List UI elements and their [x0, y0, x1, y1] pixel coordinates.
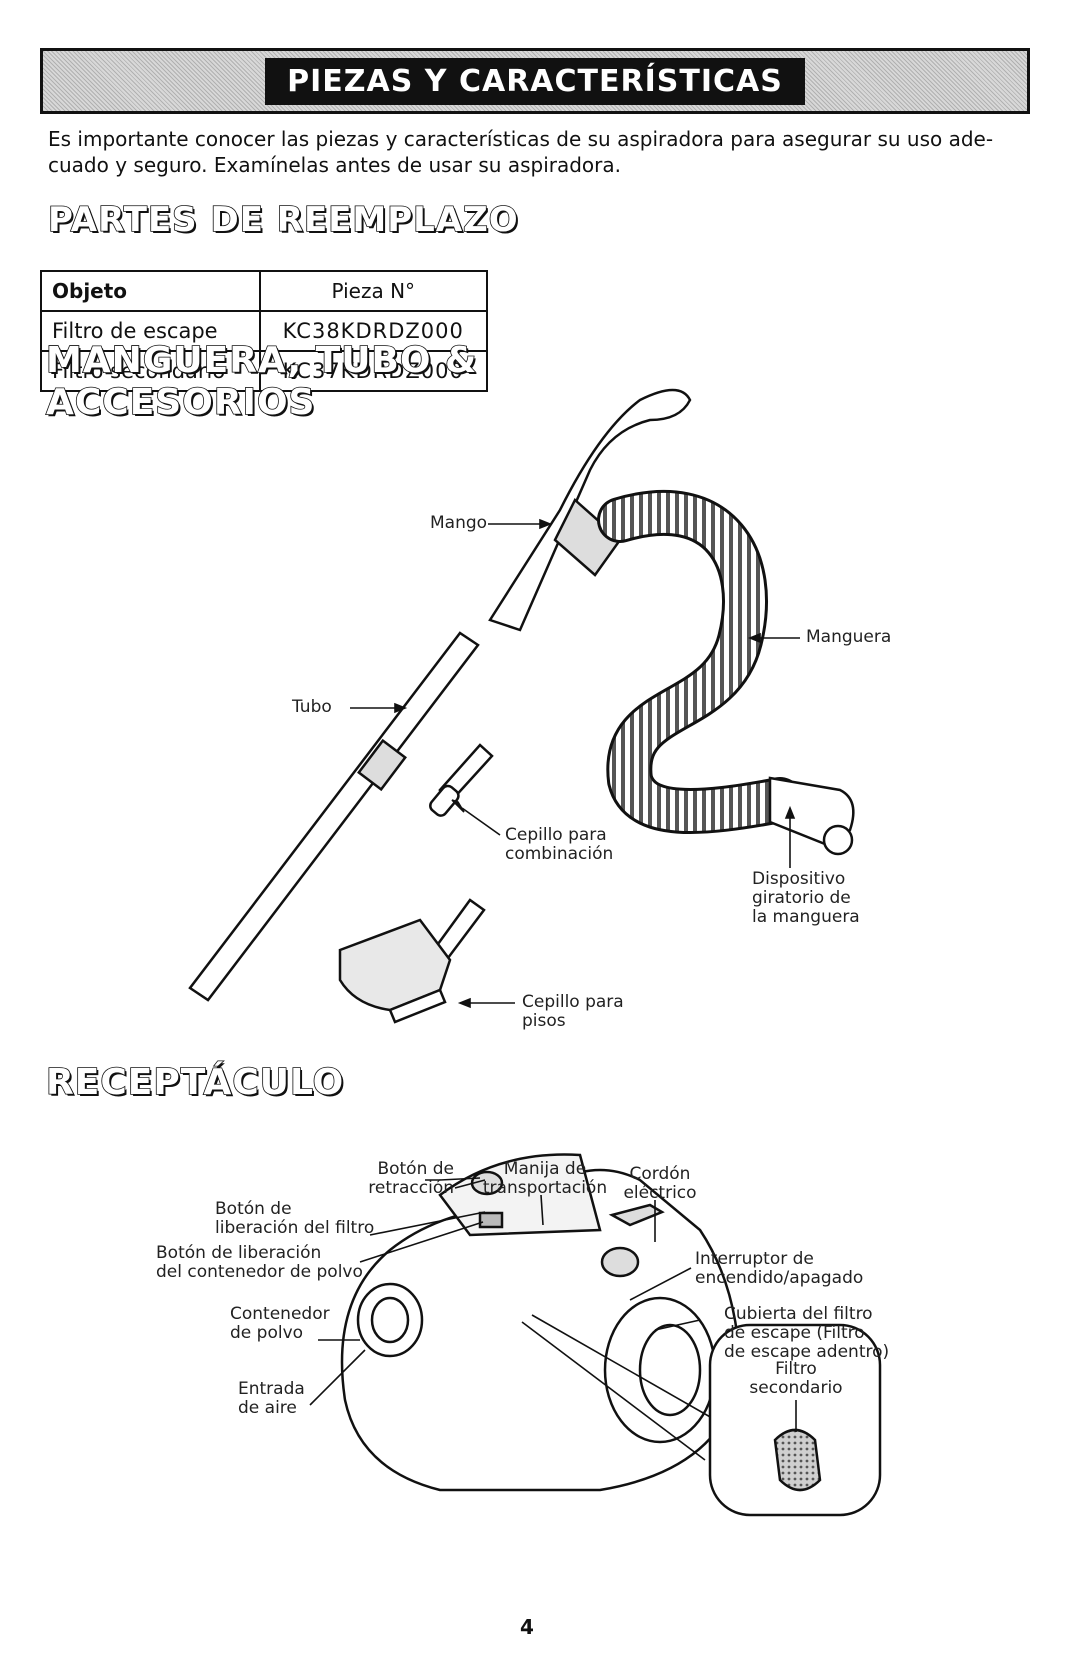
- label-line: liberación del filtro: [215, 1218, 375, 1238]
- table-header-row: Objeto Pieza N°: [40, 270, 489, 312]
- table-cell-item: Filtro de escape: [40, 310, 261, 352]
- label-filter-release-button: Botón de liberación del filtro: [215, 1200, 374, 1238]
- label-line: retracción: [368, 1178, 454, 1198]
- label-hose: Manguera: [806, 627, 892, 647]
- table-row: Filtro secondario KC37KDRDZ000: [40, 350, 489, 392]
- hose-illustration: [597, 489, 855, 856]
- label-line: Botón de: [215, 1199, 292, 1219]
- label-line: Botón de liberación: [156, 1243, 322, 1263]
- label-floor-brush: Cepillo para pisos: [522, 993, 624, 1031]
- label-line: de escape (Filtro: [724, 1323, 865, 1343]
- label-line: combinación: [505, 844, 614, 864]
- floor-brush-illustration: [338, 898, 486, 1024]
- label-line: Cordón: [629, 1164, 691, 1184]
- canister-illustration: [340, 1153, 742, 1492]
- label-line: del contenedor de polvo: [156, 1262, 363, 1282]
- label-line: Entrada: [238, 1379, 305, 1399]
- label-power-switch: Interruptor de encendido/apagado: [695, 1250, 863, 1288]
- label-line: Interruptor de: [695, 1249, 814, 1269]
- label-line: eléctrico: [623, 1183, 697, 1203]
- label-line: de aire: [238, 1398, 297, 1418]
- replacement-parts-table: Objeto Pieza N° Filtro de escape KC38KDR…: [40, 270, 489, 392]
- intro-line: cuado y seguro. Examínelas antes de usar…: [48, 153, 621, 177]
- label-line: Contenedor: [230, 1304, 330, 1324]
- label-dust-cup-release-button: Botón de liberación del contenedor de po…: [156, 1244, 363, 1282]
- leader-lines-canister: [309, 1177, 701, 1406]
- hose-heading: MANGUERA, TUBO & ACCESORIOS: [45, 339, 478, 424]
- label-line: secondario: [749, 1378, 843, 1398]
- label-line: Cepillo para: [522, 992, 624, 1012]
- label-hose-swivel: Dispositivo giratorio de la manguera: [752, 870, 860, 927]
- label-line: Cepillo para: [505, 825, 607, 845]
- label-line: de escape adentro): [724, 1342, 890, 1362]
- label-air-inlet: Entrada de aire: [238, 1380, 305, 1418]
- column-header-part: Pieza N°: [258, 270, 489, 312]
- intro-line: Es importante conocer las piezas y carac…: [48, 127, 994, 151]
- label-line: pisos: [522, 1011, 566, 1031]
- canister-heading: RECEPTÁCULO: [45, 1061, 345, 1104]
- label-line: Cubierta del filtro: [724, 1304, 873, 1324]
- label-secondary-filter: Filtro secondario: [746, 1360, 846, 1398]
- label-dust-cup: Contenedor de polvo: [230, 1305, 330, 1343]
- intro-paragraph: Es importante conocer las piezas y carac…: [48, 126, 1008, 178]
- label-line: giratorio de: [752, 888, 851, 908]
- replacement-heading: PARTES DE REEMPLAZO: [47, 199, 519, 241]
- label-line: transportación: [482, 1178, 608, 1198]
- combination-brush-illustration: [429, 743, 494, 817]
- leader-lines-hose: [350, 518, 800, 1009]
- label-line: Manija de: [503, 1159, 587, 1179]
- label-line: la manguera: [752, 907, 860, 927]
- label-line: Dispositivo: [752, 869, 846, 889]
- table-cell-part: KC37KDRDZ000: [258, 350, 489, 392]
- label-power-cord: Cordón eléctrico: [620, 1165, 700, 1203]
- column-header-item: Objeto: [40, 270, 261, 312]
- label-line: de polvo: [230, 1323, 304, 1343]
- label-carry-handle: Manija de transportación: [475, 1160, 615, 1198]
- table-row: Filtro de escape KC38KDRDZ000: [40, 310, 489, 352]
- label-exhaust-filter-cover: Cubierta del filtro de escape (Filtro de…: [724, 1305, 889, 1362]
- hose-heading-line: MANGUERA, TUBO &: [45, 339, 478, 382]
- label-line: Botón de: [377, 1159, 454, 1179]
- label-line: encendido/apagado: [695, 1268, 864, 1288]
- table-cell-part: KC38KDRDZ000: [258, 310, 489, 352]
- page-title: PIEZAS Y CARACTERÍSTICAS: [265, 57, 805, 105]
- label-line: Filtro: [775, 1359, 817, 1379]
- section-banner: PIEZAS Y CARACTERÍSTICAS: [40, 48, 1030, 114]
- page-number: 4: [520, 1615, 534, 1639]
- secondary-filter-callout: [521, 1314, 882, 1517]
- wand-tube-illustration: [188, 631, 480, 1002]
- label-combination-brush: Cepillo para combinación: [505, 826, 613, 864]
- label-handle: Mango: [430, 513, 488, 533]
- label-tube: Tubo: [292, 697, 332, 717]
- table-cell-item: Filtro secondario: [40, 350, 261, 392]
- hose-heading-line: ACCESORIOS: [45, 381, 316, 424]
- label-retract-button: Botón de retracción: [324, 1160, 454, 1198]
